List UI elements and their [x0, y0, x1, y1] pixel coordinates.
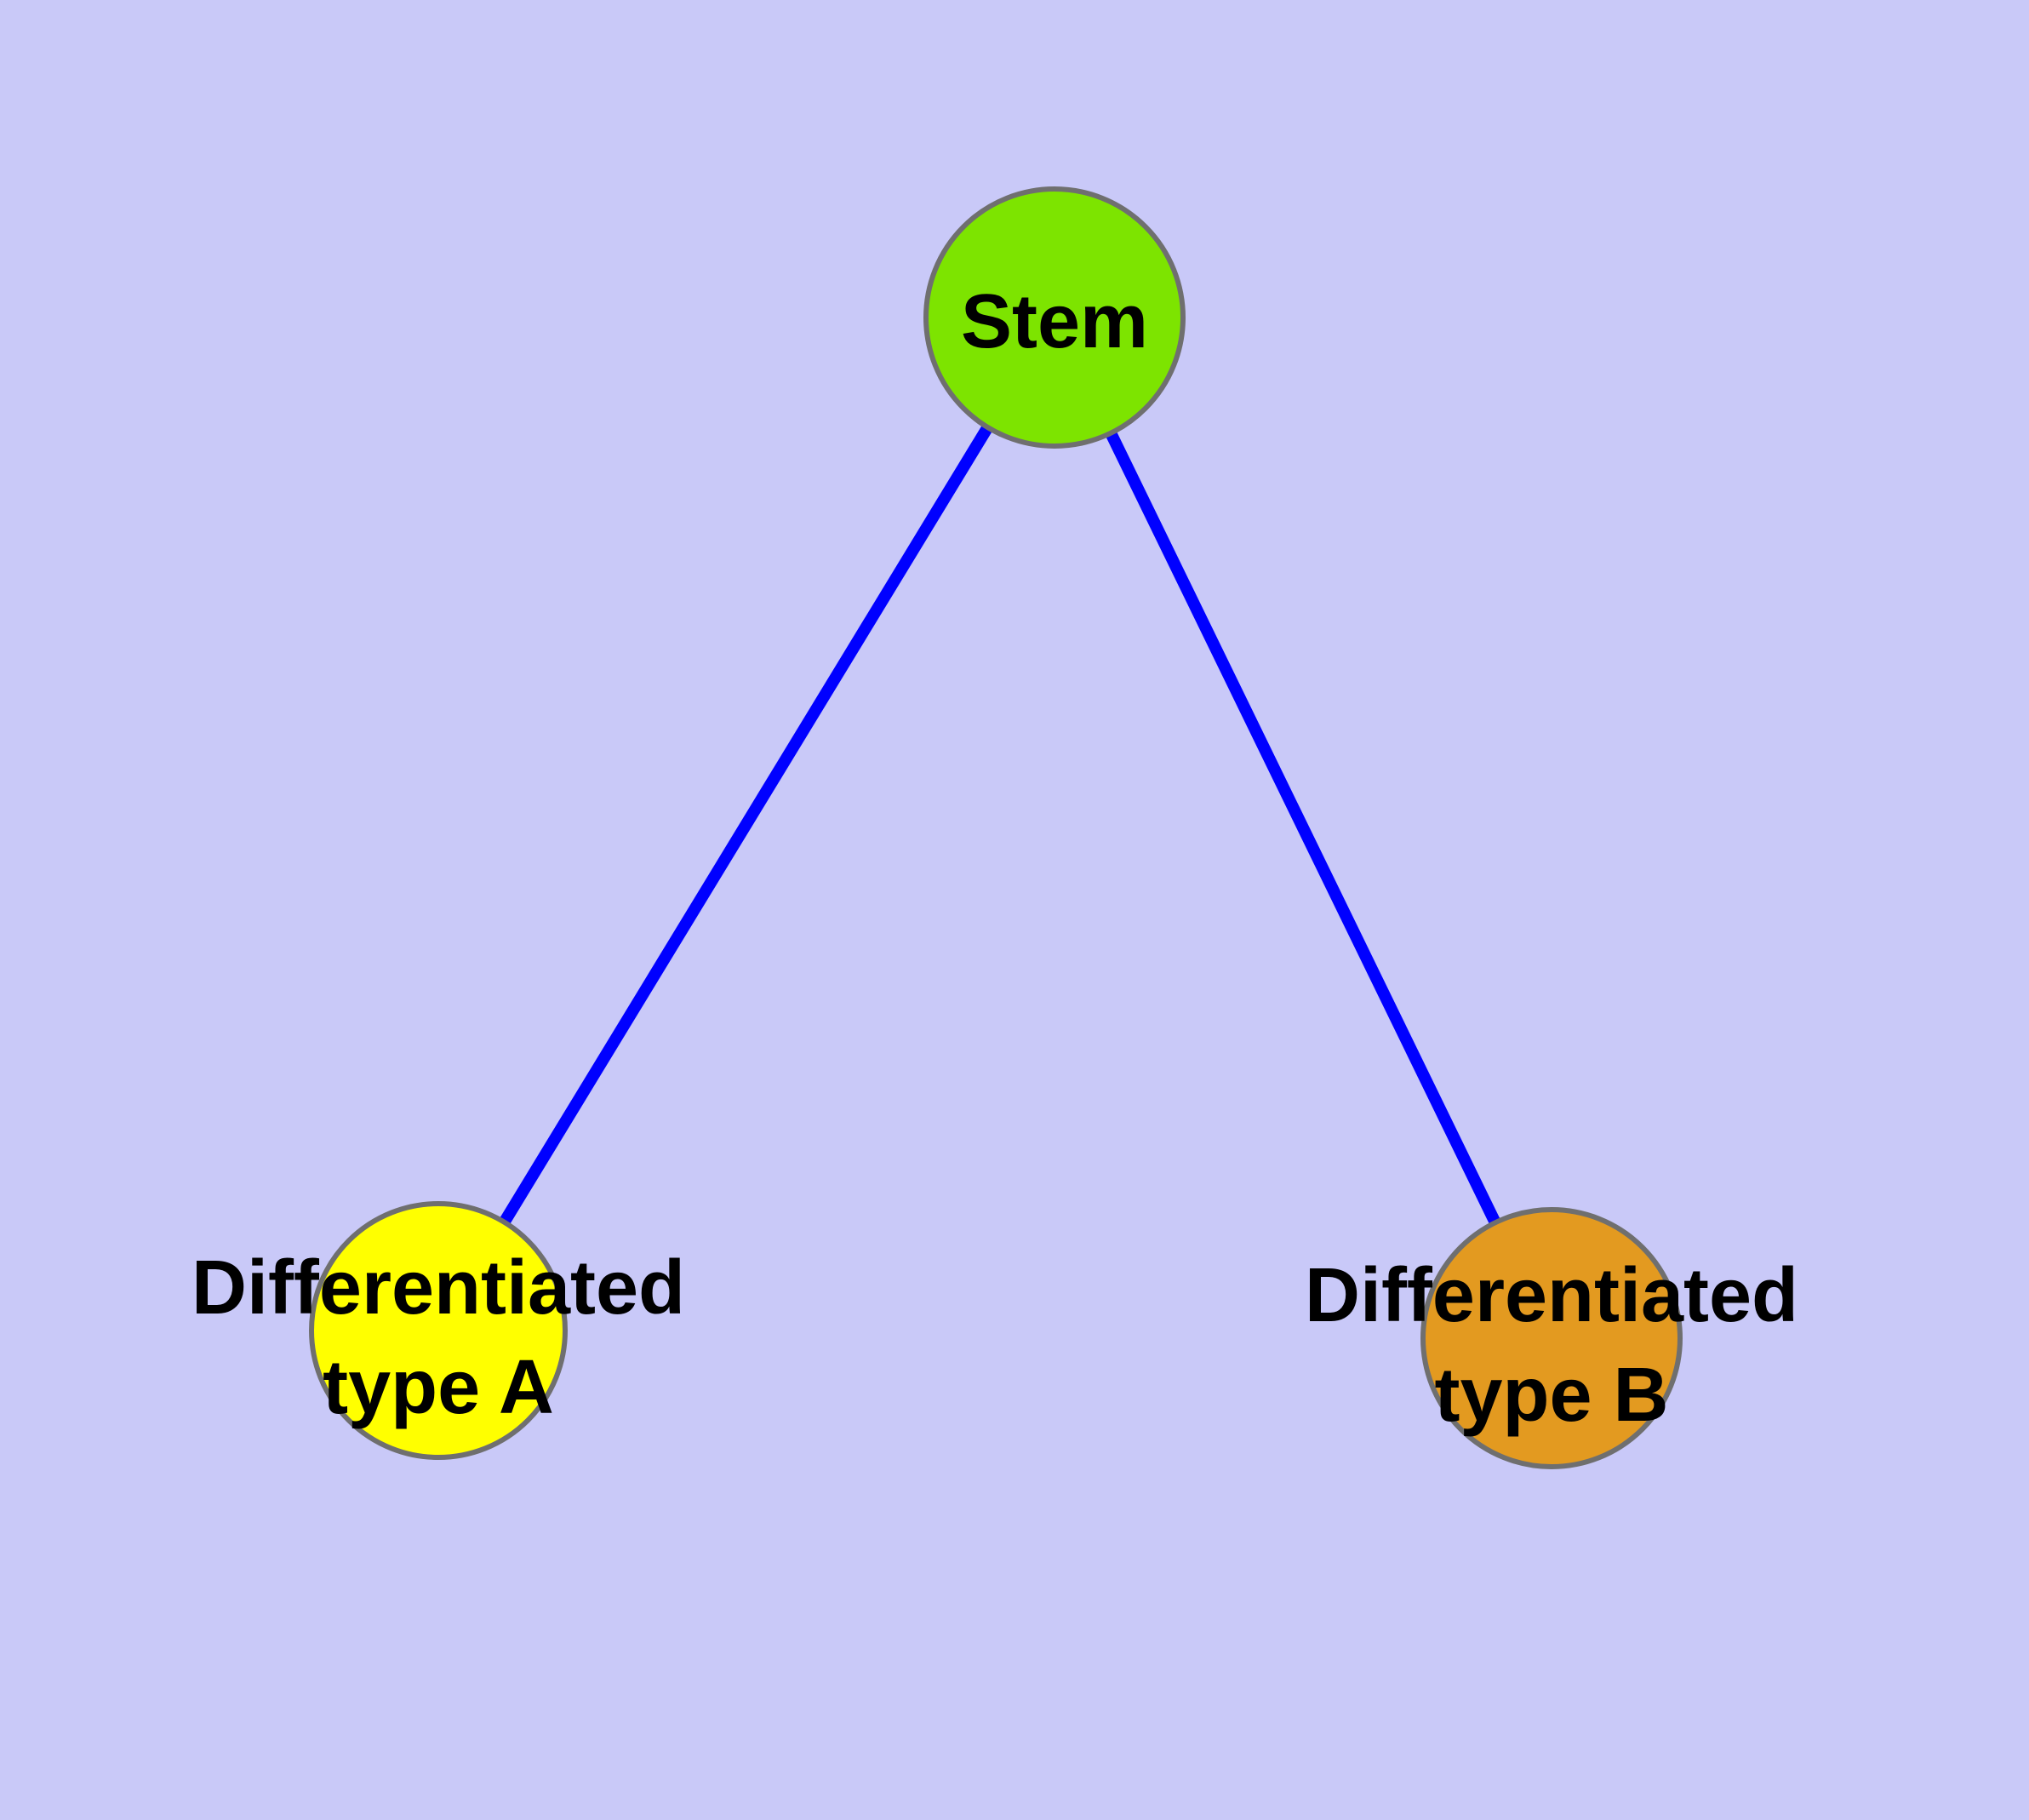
- node-type-b-label-line-1: Differentiated: [1305, 1253, 1798, 1338]
- node-differentiated-type-a: [309, 1201, 568, 1460]
- edge-stem-to-type-b: [1049, 314, 1557, 1342]
- node-stem: [923, 186, 1186, 449]
- node-type-a-label-line-2: type A: [323, 1345, 554, 1430]
- node-differentiated-type-b: [1420, 1207, 1683, 1469]
- node-stem-label: Stem: [961, 279, 1148, 364]
- edge-stem-to-type-a: [433, 314, 1060, 1334]
- node-type-b-label-line-2: type B: [1434, 1353, 1668, 1438]
- node-type-a-label-line-1: Differentiated: [191, 1245, 685, 1331]
